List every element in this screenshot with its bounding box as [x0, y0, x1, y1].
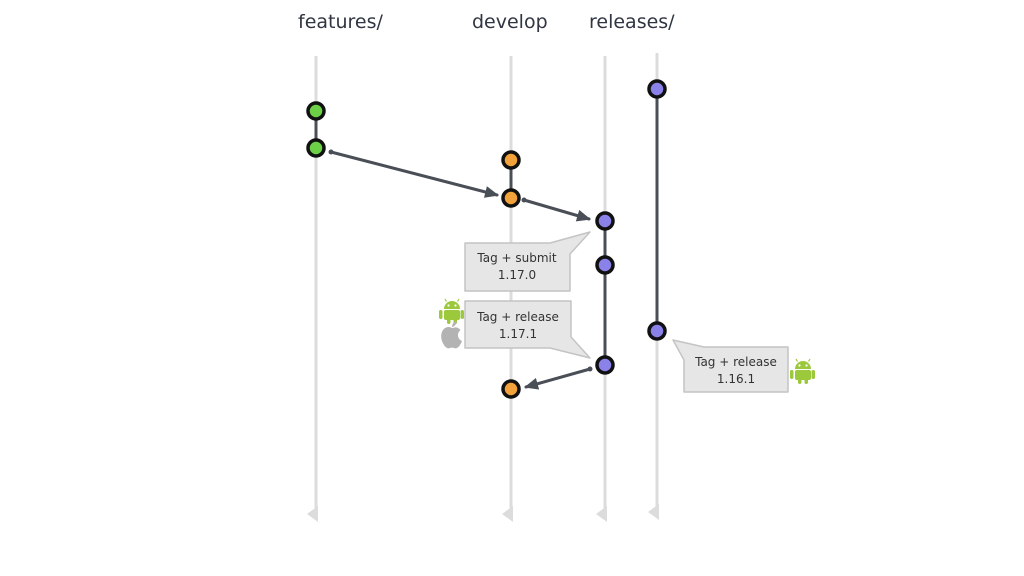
- branch-header-develop: develop: [472, 11, 548, 33]
- merge-arrow-develop-to-release: [522, 198, 591, 222]
- develop-commit: [501, 188, 521, 208]
- callout-version-text: 1.16.1: [717, 372, 755, 386]
- merge-arrow-feature-to-develop: [329, 150, 499, 198]
- release-commit: [595, 211, 615, 231]
- release-commit: [647, 79, 667, 99]
- callout-release-1-17-1: Tag + release 1.17.1: [464, 300, 591, 359]
- callout-action-text: Tag + release: [476, 310, 559, 324]
- android-icon: [439, 298, 464, 324]
- callout-release-1-16-1: Tag + release 1.16.1: [672, 339, 789, 393]
- branch-header-features: features/: [298, 11, 383, 33]
- feature-commit: [306, 138, 326, 158]
- connectors: [314, 95, 659, 390]
- develop-commit: [501, 150, 521, 170]
- connector-start-dot: [328, 149, 334, 155]
- release-commit: [595, 255, 615, 275]
- callout-action-text: Tag + submit: [476, 251, 556, 265]
- release-commit: [595, 355, 615, 375]
- callout-version-text: 1.17.1: [499, 327, 537, 341]
- develop-commit: [501, 379, 521, 399]
- branch-header-releases: releases/: [589, 11, 675, 33]
- android-icon: [790, 358, 815, 384]
- apple-icon: [441, 321, 462, 349]
- connector-start-dot: [587, 366, 593, 372]
- release-commit: [647, 321, 667, 341]
- callout-submit-1-17-0: Tag + submit 1.17.0: [464, 231, 591, 292]
- callout-version-text: 1.17.0: [498, 268, 536, 282]
- feature-commit: [306, 101, 326, 121]
- connector-start-dot: [521, 197, 527, 203]
- commits: [306, 79, 667, 399]
- callout-action-text: Tag + release: [694, 355, 777, 369]
- merge-arrow-release-to-develop: [524, 367, 592, 390]
